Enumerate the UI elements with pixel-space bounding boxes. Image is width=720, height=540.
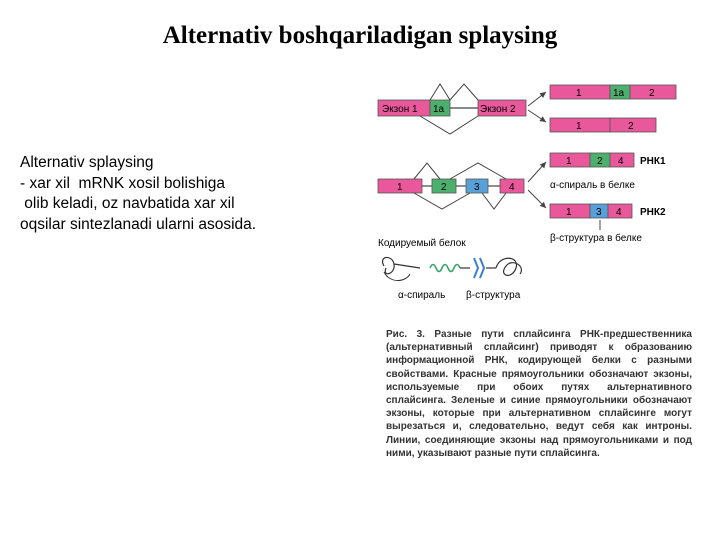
lead-line: oqsilar sintezlanadi ularni asosida.	[20, 215, 257, 233]
lead-line: Alternativ splaysing	[20, 154, 154, 171]
rna1-protein-label: α-спираль в белке	[550, 179, 635, 191]
mrna-exon-box	[609, 117, 657, 133]
rna2-name: РНК2	[640, 207, 666, 218]
exon-2-label: Экзон 2	[480, 104, 516, 115]
splice-line-lower	[419, 115, 479, 135]
bottom-pre-mrna: 1 2 3 4	[377, 161, 547, 210]
exon-label: 3	[474, 182, 480, 193]
arrow-top-1	[527, 91, 547, 107]
splice-line-lower-a	[413, 192, 471, 210]
rna2-protein-label: β-структура в белке	[550, 232, 642, 244]
mrna-exon-label: 4	[618, 156, 624, 167]
slide-title: Alternativ boshqariladigan splaysing	[162, 22, 558, 49]
exon-label: 1	[397, 182, 403, 193]
exon-1-label: Экзон 1	[382, 104, 418, 115]
arrow-top-2	[527, 109, 547, 123]
protein-coil-left	[382, 256, 421, 275]
splicing-figure: Экзон 1 1а Экзон 2 1 1а 2 1 2 1 2 3	[377, 83, 677, 301]
mrna-exon-label: 1	[576, 121, 582, 132]
mrna-exon-label: 2	[628, 121, 634, 132]
splice-line-upper-b	[449, 83, 479, 101]
rna1: 1 2 4 РНК1 α-спираль в белке	[549, 152, 666, 191]
mrna-exon-label: 3	[596, 207, 602, 218]
figure-caption: Рис. 3. Разные пути сплайсинга РНК-предш…	[386, 329, 692, 459]
exon-1a-label: 1а	[433, 104, 445, 115]
arrow-bottom-1	[527, 161, 547, 183]
top-pre-mrna: Экзон 1 1а Экзон 2	[377, 83, 547, 135]
mrna-exon-label: 1а	[613, 88, 625, 99]
rna1-name: РНК1	[640, 156, 666, 167]
splice-line-upper-b	[449, 162, 507, 180]
exon-label: 4	[509, 182, 515, 193]
lead-line: olib keladi, oz navbatida xar xil	[20, 195, 235, 212]
lead-line: - xar xil mRNK xosil bolishiga	[20, 174, 225, 192]
top-mrna-1: 1 1а 2	[549, 84, 677, 100]
beta-structure-label: β-структура	[466, 290, 521, 301]
mrna-exon-label: 2	[597, 156, 603, 167]
splice-line-upper-a	[413, 162, 441, 180]
mrna-exon-label: 1	[566, 156, 572, 167]
encoded-protein: Кодируемый белок α-спираль β-структура	[378, 237, 522, 301]
rna2: 1 3 4 РНК2 β-структура в белке	[549, 203, 666, 244]
mrna-exon-box	[607, 203, 633, 219]
mrna-exon-label: 2	[649, 88, 655, 99]
mrna-exon-label: 1	[576, 88, 582, 99]
mrna-exon-box	[609, 152, 635, 168]
splice-line-lower-b	[481, 192, 507, 210]
mrna-exon-label: 1	[566, 207, 572, 218]
exon-4-box	[499, 178, 525, 194]
mrna-exon-box	[629, 84, 677, 100]
protein-tail	[383, 271, 411, 281]
exon-2-box	[477, 99, 527, 117]
alpha-helix-icon	[429, 263, 461, 273]
mrna-exon-label: 4	[616, 207, 622, 218]
beta-sheet-icon	[473, 257, 486, 279]
top-mrna-2: 1 2	[549, 117, 657, 133]
lead-text: Alternativ splaysing - xar xil mRNK xosi…	[20, 153, 360, 235]
alpha-helix-label: α-спираль	[398, 290, 445, 301]
exon-label: 2	[441, 182, 447, 193]
protein-coil-right	[495, 257, 522, 276]
protein-title: Кодируемый белок	[378, 237, 466, 249]
splice-line-upper-a	[429, 83, 451, 101]
arrow-bottom-2	[527, 189, 547, 209]
